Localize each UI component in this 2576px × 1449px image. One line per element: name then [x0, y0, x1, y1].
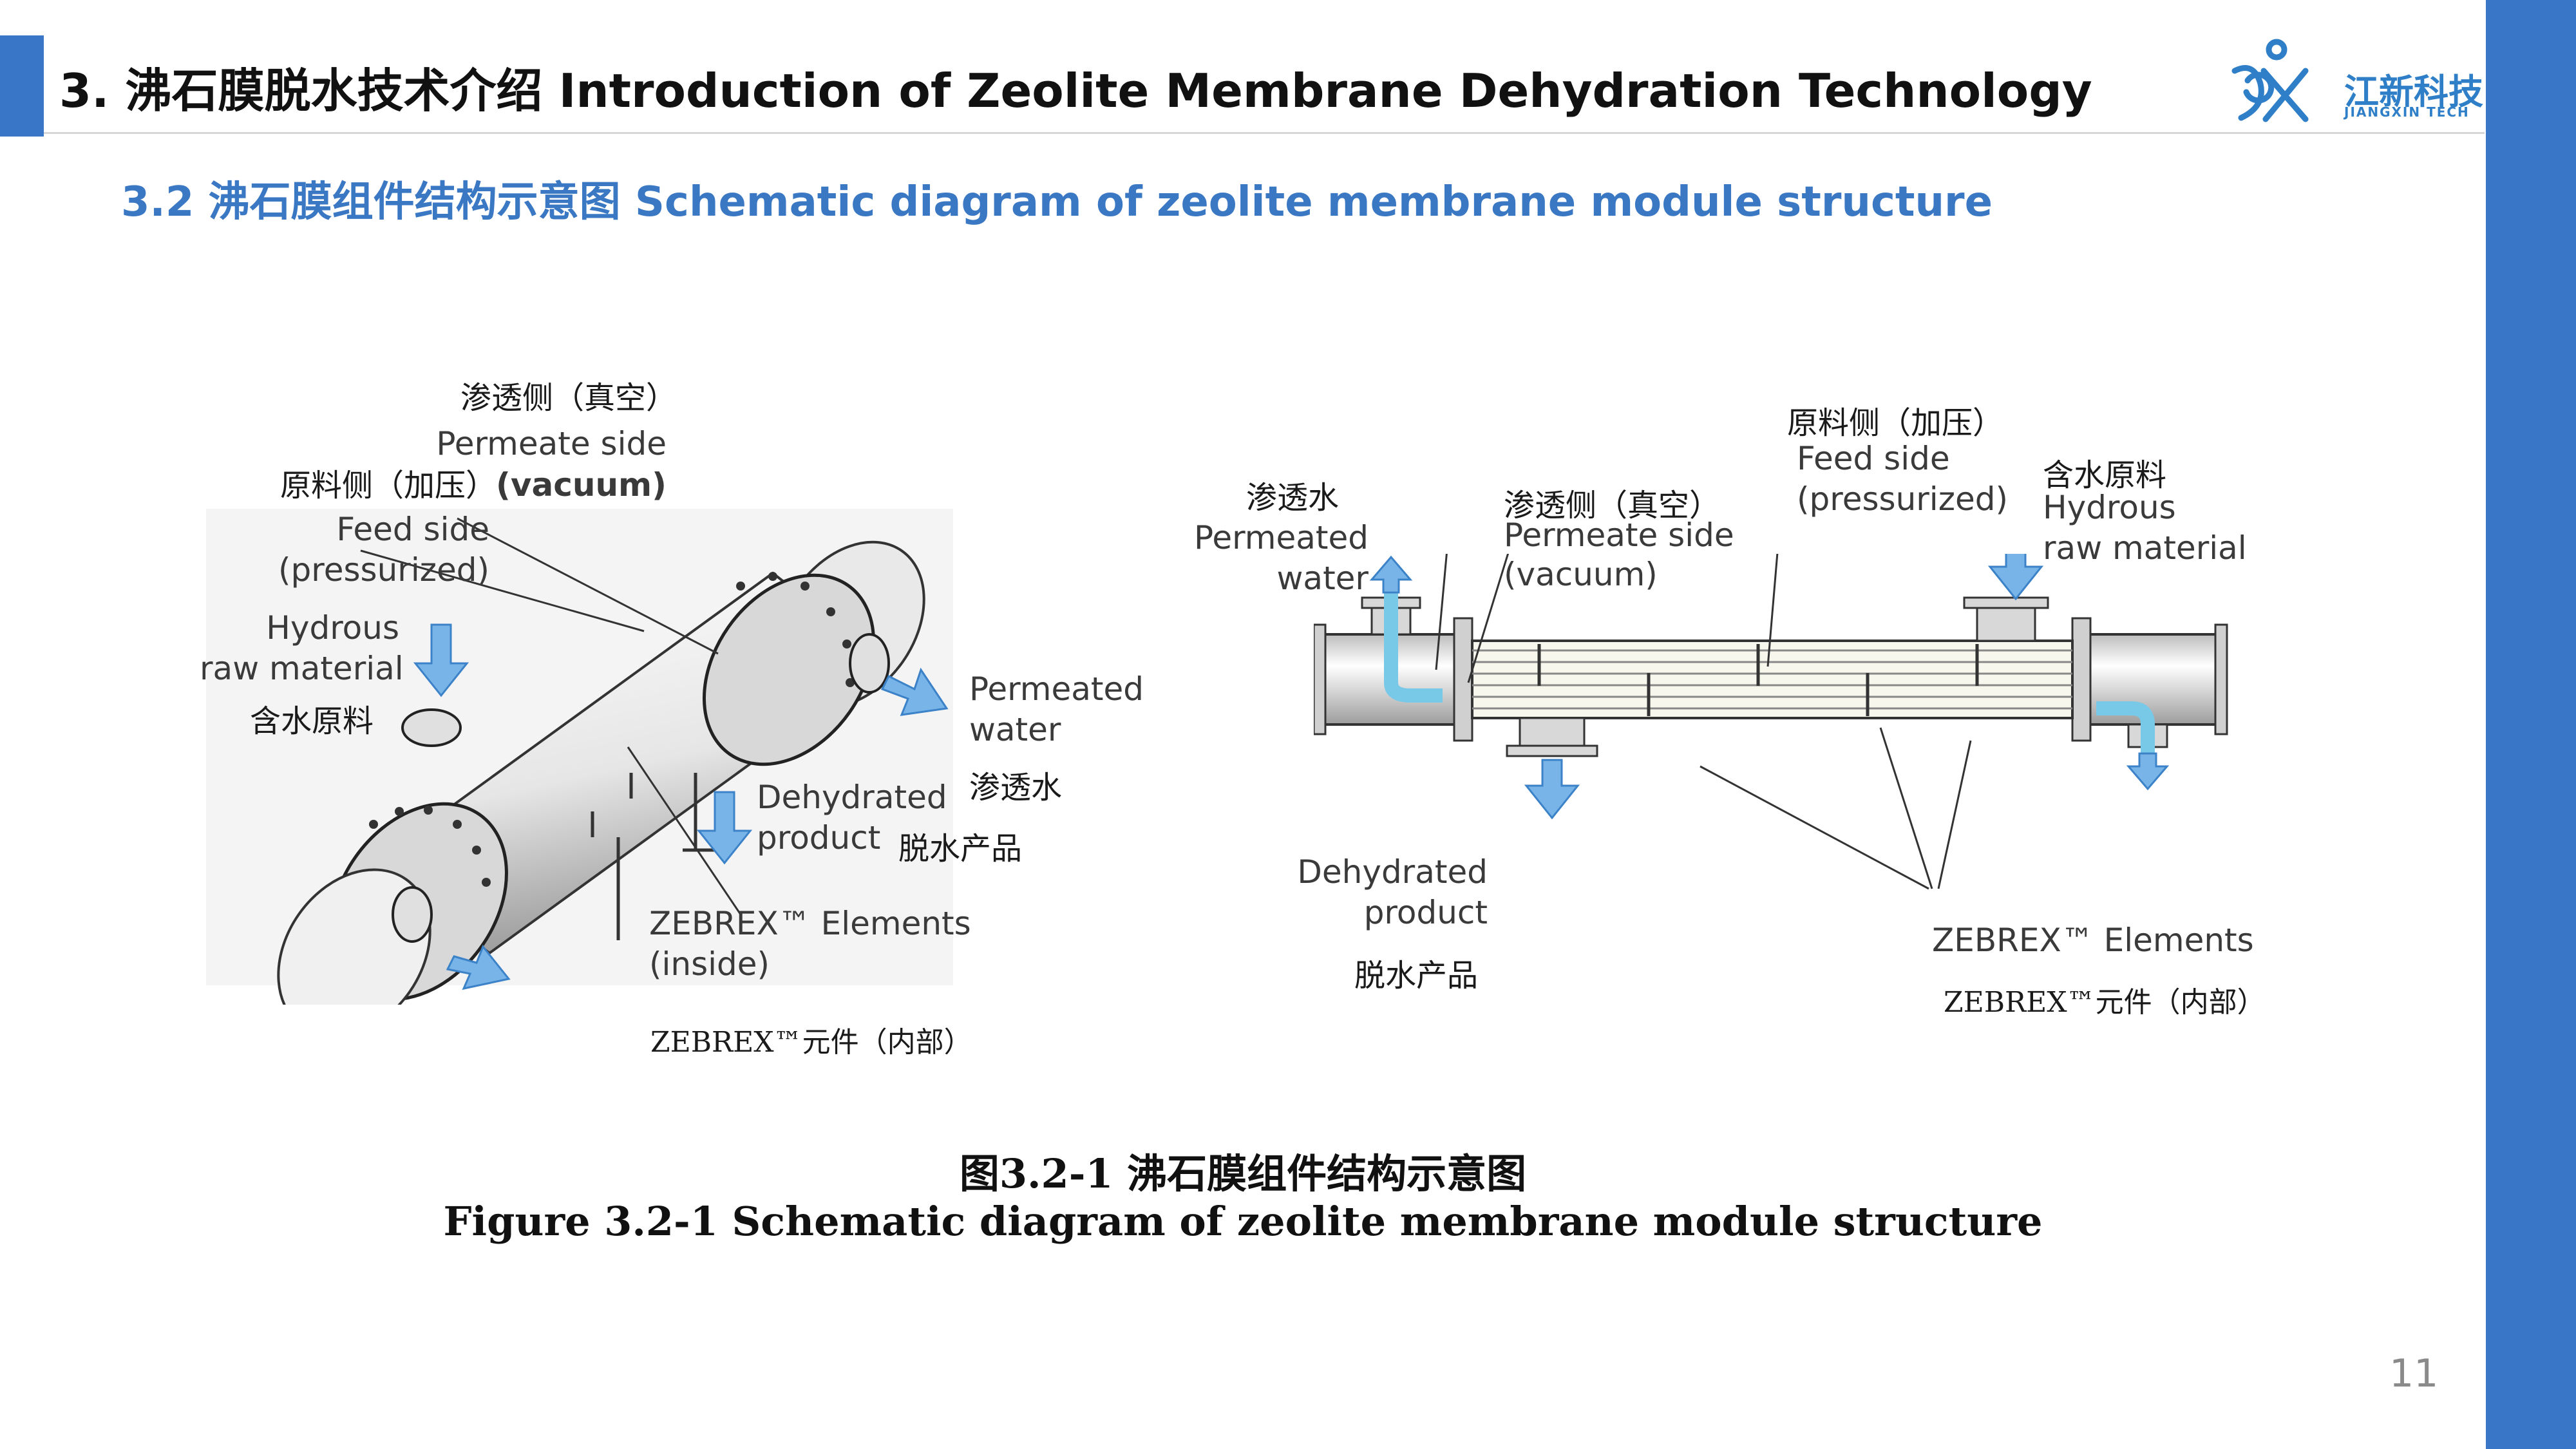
hydrous-down-arrow — [1987, 554, 2044, 601]
permeate-outlet-nozzle — [849, 633, 890, 694]
header-divider — [44, 132, 2485, 134]
logo-text-cn: 江新科技 — [2344, 71, 2483, 112]
right-zebrex-cn: ZEBREX™元件（内部） — [1944, 986, 2266, 1019]
dehydrated-product-arrow — [696, 791, 753, 865]
permeated-water-up-arrow — [1369, 555, 1413, 594]
left-permeated-water-cn: 渗透水 — [969, 770, 1063, 806]
page-number: 11 — [2389, 1351, 2439, 1396]
right-dehydrated-en-2: product — [1363, 894, 1488, 931]
section-subtitle: 3.2 沸石膜组件结构示意图 Schematic diagram of zeol… — [121, 178, 1993, 226]
right-side-bar — [2486, 0, 2576, 1449]
page-title: 3. 沸石膜脱水技术介绍 Introduction of Zeolite Mem… — [59, 64, 2092, 118]
logo-text-en: JIANGXIN TECH — [2344, 104, 2470, 120]
dehydrated-down-arrow — [1524, 759, 1580, 820]
lower-outlet-arrow — [446, 945, 511, 990]
left-feed-side-en-2: (pressurized) — [278, 551, 489, 589]
left-feed-side-cn: 原料侧（加压） — [280, 468, 497, 504]
permeated-water-arrow — [880, 667, 949, 716]
figure-caption-en: Figure 3.2-1 Schematic diagram of zeolit… — [443, 1198, 2043, 1245]
left-hydrous-en-2: raw material — [200, 650, 404, 687]
right-dehydrated-en-1: Dehydrated — [1297, 853, 1488, 891]
feed-nozzle — [1976, 604, 2036, 642]
left-permeate-side-en-2: (vacuum) — [496, 466, 667, 504]
support-legs — [591, 773, 734, 940]
left-hydrous-en-1: Hydrous — [266, 609, 399, 647]
permeate-inner-pipe — [1384, 592, 1443, 703]
baffles — [1537, 644, 1979, 716]
right-permeated-water-cn: 渗透水 — [1246, 480, 1340, 516]
far-flange — [702, 573, 876, 766]
left-zebrex-en-2: (inside) — [649, 945, 770, 983]
feed-inlet-nozzle — [401, 708, 462, 747]
right-feed-side-en-2: (pressurized) — [1797, 480, 2008, 518]
figure-caption-cn: 图3.2-1 沸石膜组件结构示意图 — [959, 1150, 1527, 1197]
left-dehydrated-cn: 脱水产品 — [898, 831, 1023, 867]
leader-lines — [360, 517, 742, 915]
left-permeate-side-cn: 渗透侧（真空） — [460, 380, 677, 416]
logo-dot-top — [2266, 39, 2287, 61]
right-dehydrated-cn: 脱水产品 — [1354, 958, 1479, 994]
left-hydrous-cn: 含水原料 — [250, 703, 374, 739]
right-hydrous-en-1: Hydrous — [2043, 489, 2176, 526]
right-permeate-side-en-2: (vacuum) — [1504, 556, 1658, 593]
right-permeated-water-en-2: water — [1276, 560, 1368, 597]
product-nozzle — [1519, 717, 1586, 748]
right-zebrex-en: ZEBREX™ Elements — [1932, 922, 2254, 959]
left-zebrex-cn: ZEBREX™元件（内部） — [650, 1026, 972, 1059]
left-zebrex-en-1: ZEBREX™ Elements — [649, 905, 971, 942]
outlet-down-arrow — [2126, 752, 2170, 791]
right-module-cross-section — [1314, 554, 2228, 890]
right-hydrous-cn: 含水原料 — [2043, 457, 2167, 493]
right-permeate-side-en-1: Permeate side — [1504, 516, 1734, 554]
left-dehydrated-en-1: Dehydrated — [757, 779, 947, 816]
left-accent-bar — [0, 35, 44, 137]
right-hydrous-en-2: raw material — [2043, 529, 2247, 567]
company-logo — [2231, 39, 2309, 122]
left-feed-side-en-1: Feed side — [336, 511, 489, 548]
leader-lines — [1435, 554, 1972, 890]
outlet-inner-pipe — [2096, 701, 2155, 753]
left-permeated-water-en-1: Permeated — [969, 670, 1144, 708]
membrane-tubes — [1472, 649, 2072, 710]
flange-bolts — [369, 572, 855, 887]
shell-body — [1471, 639, 2074, 719]
right-permeate-side-cn: 渗透侧（真空） — [1504, 488, 1721, 524]
product-outlet-nozzle — [392, 886, 433, 943]
right-feed-side-cn: 原料侧（加压） — [1787, 405, 2004, 441]
left-permeated-water-en-2: water — [969, 711, 1061, 748]
left-module-illustration — [206, 509, 953, 1005]
right-permeated-water-en-1: Permeated — [1193, 519, 1368, 556]
right-tube-sheet — [2071, 617, 2092, 742]
right-feed-side-en-1: Feed side — [1797, 440, 1950, 477]
hydrous-inlet-arrow — [413, 623, 469, 697]
left-permeate-side-en-1: Permeate side — [436, 425, 667, 462]
left-dehydrated-en-2: product — [757, 819, 881, 857]
